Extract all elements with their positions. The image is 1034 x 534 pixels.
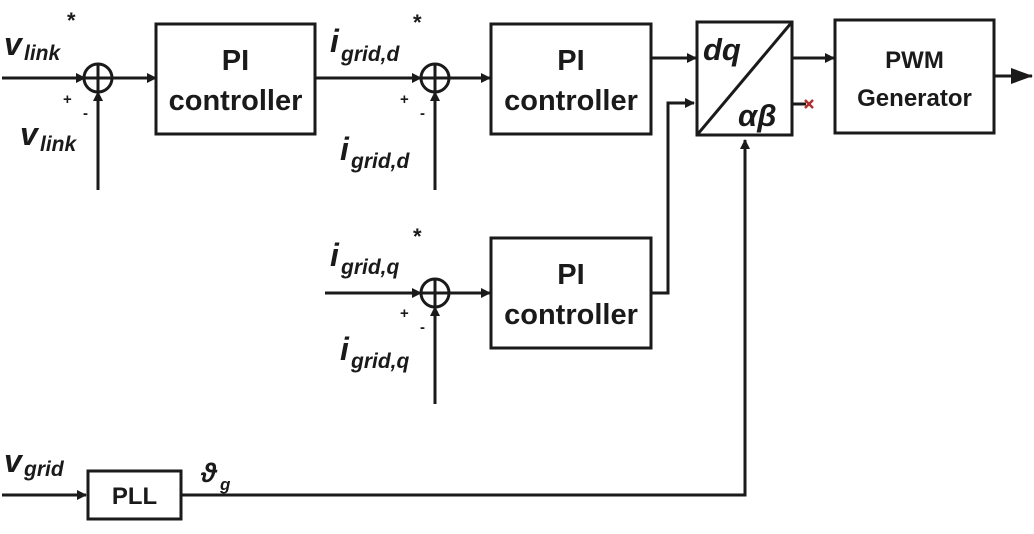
v-link-ref-main: v: [4, 26, 24, 62]
i-grid-d-ref-main: i: [330, 23, 340, 59]
transform-label-dq: dq: [703, 32, 741, 67]
theta-g-sub: g: [219, 475, 231, 494]
i-grid-d-main: i: [340, 131, 350, 167]
sum3-plus-sign: +: [400, 305, 409, 322]
pi-controller-d-block: PI controller: [489, 22, 653, 136]
i-grid-d-ref-sub: grid,d: [340, 43, 400, 66]
wires: [2, 53, 1033, 500]
signal-i-grid-q: i grid,q: [340, 331, 409, 373]
pll-block: PLL: [86, 469, 183, 521]
theta-g-main: ϑ: [200, 458, 218, 488]
signal-i-grid-d-ref: i grid,d *: [330, 10, 422, 66]
summing-junction-q: [419, 277, 451, 309]
wire-pi-q-to-transform: [651, 98, 695, 295]
i-grid-q-sub: grid,q: [350, 350, 409, 373]
sum1-plus-sign: +: [63, 91, 72, 108]
v-grid-main: v: [4, 443, 24, 479]
i-grid-q-ref-main: i: [330, 237, 340, 273]
i-grid-d-ref-star: *: [413, 10, 422, 35]
i-grid-q-ref-sub: grid,q: [340, 256, 399, 279]
pwm-label-line1: PWM: [885, 47, 944, 74]
i-grid-q-main: i: [340, 331, 350, 367]
v-link-ref-star: *: [67, 8, 76, 33]
sum1-minus-sign: -: [83, 105, 88, 122]
i-grid-d-sub: grid,d: [350, 150, 410, 173]
sum2-minus-sign: -: [420, 105, 425, 122]
signal-i-grid-d: i grid,d: [340, 131, 410, 173]
signal-v-link: v link: [20, 116, 77, 156]
transform-label-alphabeta: αβ: [738, 98, 776, 133]
dq-to-alphabeta-transform-block: dq αβ: [695, 20, 794, 137]
summing-junction-d: [419, 62, 451, 94]
sum3-minus-sign: -: [420, 319, 425, 336]
signal-theta-g: ϑ g: [200, 458, 231, 494]
pll-label: PLL: [112, 483, 157, 510]
v-link-sub: link: [40, 133, 77, 156]
pi-controller-q-block: PI controller: [489, 236, 653, 350]
wire-pll-theta-to-transform: [181, 139, 750, 497]
summing-junction-link: [82, 62, 114, 94]
pi-q-label-line1: PI: [557, 259, 584, 291]
signal-i-grid-q-ref: i grid,q *: [330, 224, 422, 279]
pi-link-label-line1: PI: [222, 45, 249, 77]
pi-d-label-line2: controller: [504, 85, 638, 117]
signal-v-grid: v grid: [4, 443, 65, 481]
pi-link-label-line2: controller: [169, 85, 303, 117]
unused-port-marker-icon: [804, 99, 814, 109]
pwm-generator-block: PWM Generator: [833, 18, 996, 135]
v-link-main: v: [20, 116, 40, 152]
v-link-ref-sub: link: [24, 42, 61, 65]
i-grid-q-ref-star: *: [413, 224, 422, 249]
pi-controller-link-block: PI controller: [154, 22, 317, 136]
sum2-plus-sign: +: [400, 91, 409, 108]
signal-v-link-ref: v link *: [4, 8, 76, 65]
v-grid-sub: grid: [23, 458, 65, 481]
pwm-label-line2: Generator: [857, 85, 972, 112]
transform-diagonal: [695, 21, 794, 136]
pi-d-label-line1: PI: [557, 45, 584, 77]
pi-q-label-line2: controller: [504, 299, 638, 331]
